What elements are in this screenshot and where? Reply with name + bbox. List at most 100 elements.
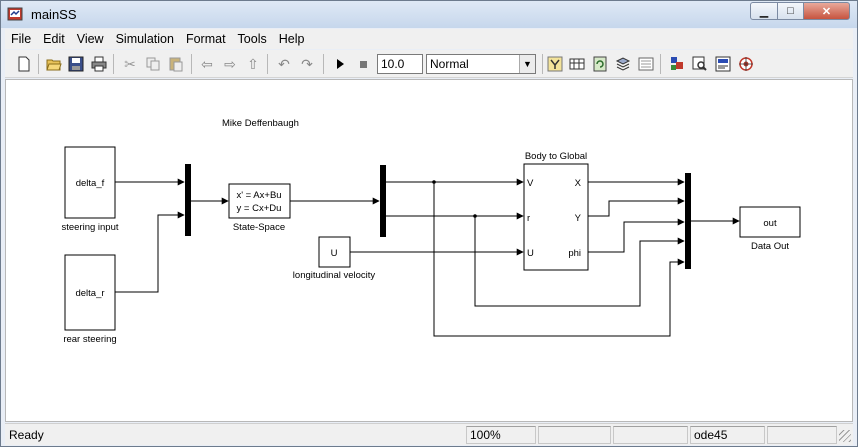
toolbar-separator: [267, 54, 268, 74]
save-button[interactable]: [67, 55, 85, 73]
build-icon: [615, 57, 631, 71]
title-bar[interactable]: mainSS ▁ □ ✕: [1, 1, 857, 28]
status-cell-empty: [613, 426, 688, 444]
port-in-r: r: [527, 213, 530, 224]
model-explorer-button[interactable]: [568, 55, 586, 73]
velocity-constant-label: U: [331, 248, 338, 259]
start-simulation-button[interactable]: [331, 55, 349, 73]
demux[interactable]: [380, 165, 386, 237]
undo-button[interactable]: ↶: [275, 55, 293, 73]
maximize-icon: □: [787, 5, 794, 17]
back-button[interactable]: ⇦: [198, 55, 216, 73]
copy-icon: [146, 57, 160, 71]
update-icon: [593, 56, 607, 72]
menu-edit[interactable]: Edit: [43, 32, 65, 46]
zoom-value: 100%: [470, 428, 501, 442]
new-button[interactable]: [15, 55, 33, 73]
maximize-button[interactable]: □: [777, 2, 804, 20]
velocity-constant-block[interactable]: U longitudinal velocity: [293, 236, 376, 281]
open-icon: [46, 59, 62, 71]
menu-file[interactable]: File: [11, 32, 32, 46]
cut-button[interactable]: ✂: [121, 55, 139, 73]
stop-simulation-button[interactable]: [354, 55, 372, 73]
close-button[interactable]: ✕: [803, 2, 850, 20]
library-icon: [547, 56, 563, 72]
solver-value: ode45: [694, 428, 728, 442]
update-diagram-button[interactable]: [591, 55, 609, 73]
data-out-label: out: [763, 218, 777, 229]
model-advisor-button[interactable]: [668, 55, 686, 73]
forward-button[interactable]: ⇨: [221, 55, 239, 73]
find-button[interactable]: [691, 55, 709, 73]
data-out-block[interactable]: out Data Out: [739, 206, 801, 252]
target-button[interactable]: [737, 55, 755, 73]
menu-view[interactable]: View: [76, 32, 104, 46]
toolbar-separator: [660, 54, 661, 74]
state-space-block[interactable]: x' = Ax+Bu y = Cx+Du State-Space: [228, 183, 291, 233]
branch-point: [432, 180, 436, 184]
new-icon: [18, 56, 30, 72]
branch-point: [473, 214, 477, 218]
up-button[interactable]: ⇧: [244, 55, 262, 73]
toolbar: ✂ ⇦ ⇨ ⇧ ↶ ↷ 10.0 Normal ▼: [5, 50, 853, 78]
menu-tools[interactable]: Tools: [237, 32, 267, 46]
library-browser-button[interactable]: [546, 55, 564, 73]
state-space-line1: x' = Ax+Bu: [236, 190, 281, 201]
resize-grip-icon[interactable]: [839, 430, 851, 442]
model-explorer-icon: [569, 58, 585, 70]
port-in-v: V: [527, 178, 534, 189]
port-out-phi: phi: [568, 248, 581, 259]
debug-button[interactable]: [637, 55, 655, 73]
model-advisor-icon: [671, 57, 683, 70]
chevron-down-icon[interactable]: ▼: [519, 55, 535, 73]
close-icon: ✕: [821, 5, 832, 18]
minimize-icon: ▁: [759, 5, 769, 18]
copy-button[interactable]: [144, 55, 162, 73]
body-to-global-block[interactable]: Body to Global V r U X Y phi: [523, 151, 589, 271]
delta-f-label: delta_f: [76, 178, 105, 189]
status-zoom: 100%: [466, 426, 536, 444]
delta-r-block[interactable]: delta_r rear steering: [63, 254, 117, 345]
target-icon: [739, 57, 753, 71]
toolbar-separator: [542, 54, 543, 74]
properties-button[interactable]: [714, 55, 732, 73]
state-space-caption: State-Space: [233, 222, 285, 233]
status-cell-empty: [767, 426, 837, 444]
mux-2[interactable]: [685, 173, 691, 269]
undo-icon: ↶: [278, 55, 290, 72]
author-annotation: Mike Deffenbaugh: [222, 118, 299, 129]
port-out-x: X: [575, 178, 582, 189]
state-space-line2: y = Cx+Du: [237, 203, 282, 214]
port-out-y: Y: [575, 213, 582, 224]
print-button[interactable]: [90, 55, 108, 73]
menu-simulation[interactable]: Simulation: [115, 32, 174, 46]
redo-button[interactable]: ↷: [298, 55, 316, 73]
mux-1[interactable]: [185, 164, 191, 236]
forward-icon: ⇨: [224, 55, 236, 72]
body-to-global-title: Body to Global: [525, 151, 587, 162]
delta-r-caption: rear steering: [63, 334, 116, 345]
status-cell-empty: [538, 426, 611, 444]
properties-icon: [715, 56, 731, 72]
status-bar: Ready 100% ode45: [5, 423, 853, 445]
redo-icon: ↷: [301, 55, 313, 72]
open-button[interactable]: [45, 55, 63, 73]
delta-f-block[interactable]: delta_f steering input: [61, 146, 119, 233]
cut-icon: ✂: [124, 55, 136, 72]
toolbar-separator: [323, 54, 324, 74]
window-title: mainSS: [31, 7, 77, 22]
menu-bar: File Edit View Simulation Format Tools H…: [5, 29, 853, 49]
simulation-mode-value: Normal: [430, 57, 469, 71]
delta-f-caption: steering input: [61, 222, 118, 233]
status-ready: Ready: [9, 428, 44, 442]
diagram-canvas[interactable]: Mike Deffenbaugh delta_f steering input …: [5, 79, 853, 422]
simulation-mode-select[interactable]: Normal ▼: [426, 54, 536, 74]
paste-button[interactable]: [167, 55, 185, 73]
menu-format[interactable]: Format: [185, 32, 226, 46]
minimize-button[interactable]: ▁: [750, 2, 778, 20]
menu-help[interactable]: Help: [278, 32, 305, 46]
toolbar-separator: [113, 54, 114, 74]
build-button[interactable]: [614, 55, 632, 73]
stop-time-input[interactable]: 10.0: [377, 54, 423, 74]
